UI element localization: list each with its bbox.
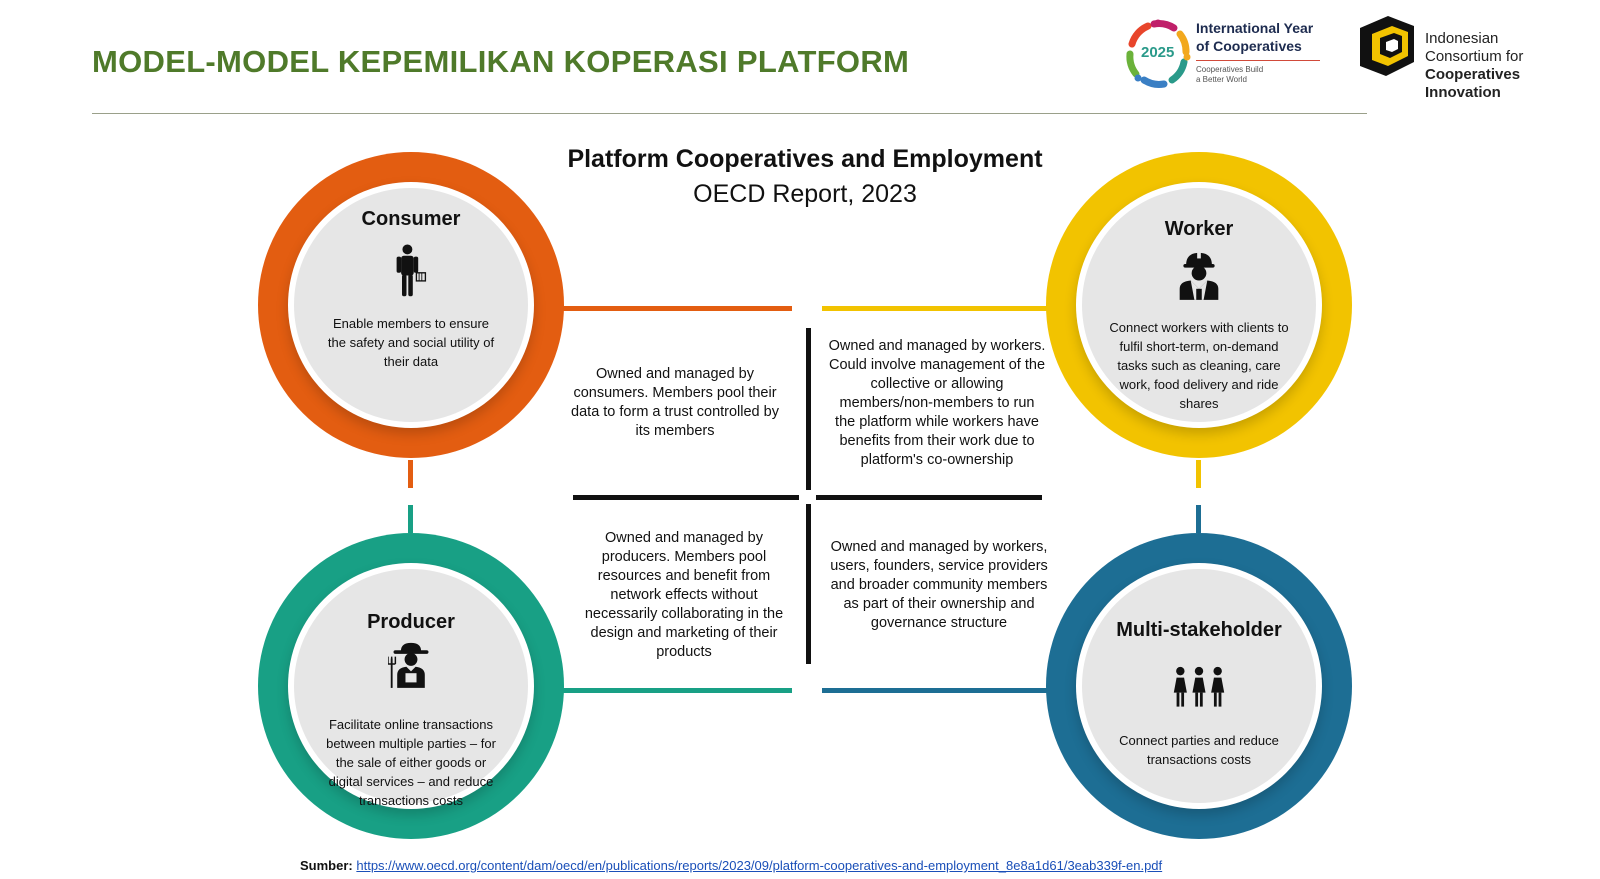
worker-circle: Worker Connect workers with clients to f… (1046, 152, 1352, 458)
iyc-year: 2025 (1141, 44, 1175, 61)
multi-connector-v (1196, 505, 1201, 533)
slide-title: MODEL-MODEL KEPEMILIKAN KOPERASI PLATFOR… (92, 44, 910, 79)
multi-ownership-text: Owned and managed by workers, users, fou… (830, 539, 1048, 631)
hardhat-worker-icon (1179, 251, 1219, 300)
worker-ownership-text: Owned and managed by workers. Could invo… (828, 338, 1046, 468)
iyc-divider (1196, 60, 1320, 61)
consumer-description: Enable members to ensure the safety and … (327, 316, 495, 369)
diagram-title: Platform Cooperatives and Employment (567, 145, 1043, 173)
iyc-tagline-2: a Better World (1196, 75, 1247, 84)
producer-connector-h (560, 688, 792, 693)
consumer-connector-h (560, 306, 792, 311)
worker-circle-inner: Worker Connect workers with clients to f… (1082, 188, 1316, 422)
grid-vertical-bottom (806, 504, 811, 664)
worker-connector-v (1196, 460, 1201, 488)
multi-stakeholder-description: Connect parties and reduce transactions … (1119, 733, 1279, 767)
producer-ownership-text: Owned and managed by producers. Members … (584, 530, 784, 660)
consumer-ownership-text: Owned and managed by consumers. Members … (571, 366, 779, 439)
producer-circle-inner: Producer Facilitate online transactions … (294, 569, 528, 808)
worker-title: Worker (1164, 218, 1234, 240)
grid-horizontal-left (573, 495, 799, 500)
diagram-subtitle: OECD Report, 2023 (693, 180, 917, 208)
producer-circle: Producer Facilitate online transactions … (258, 533, 564, 839)
iyc-name-line1: International Year (1196, 20, 1314, 36)
iyc-tagline-1: Cooperatives Build (1196, 65, 1264, 74)
icci-line-1: Indonesian (1425, 30, 1499, 47)
multi-stakeholder-circle: Multi-stakeholder Connect parties and re… (1046, 533, 1352, 839)
source-label: Sumber: (300, 858, 353, 873)
icci-line-4: Innovation (1425, 84, 1501, 101)
icci-line-2: Consortium for (1425, 48, 1524, 65)
grid-vertical-top (806, 328, 811, 490)
icci-logo-text: Indonesian Consortium for Cooperatives I… (1425, 30, 1523, 102)
grid-horizontal-right (816, 495, 1042, 500)
icci-line-3: Cooperatives (1425, 66, 1521, 83)
producer-description: Facilitate online transactions between m… (326, 717, 496, 808)
title-divider (92, 113, 1367, 114)
worker-connector-h (822, 306, 1058, 311)
cooperatives-wreath-icon (1126, 19, 1191, 88)
multi-stakeholder-title: Multi-stakeholder (1116, 619, 1282, 641)
consumer-connector-v (408, 460, 413, 488)
iyc-2025-logo: 2025 International Year of Cooperatives … (1118, 14, 1328, 94)
consumer-title: Consumer (361, 208, 461, 230)
multi-connector-h (822, 688, 1058, 693)
group-people-icon (1173, 666, 1225, 707)
farmer-icon (388, 642, 429, 688)
consumer-circle: Consumer Enable members to ensure the sa… (258, 152, 564, 458)
iyc-name-line2: of Cooperatives (1196, 38, 1302, 54)
producer-title: Producer (367, 611, 455, 633)
consumer-circle-inner: Consumer Enable members to ensure the sa… (294, 188, 528, 422)
shopper-icon (396, 244, 427, 297)
multi-stakeholder-circle-inner: Multi-stakeholder Connect parties and re… (1082, 569, 1316, 803)
producer-connector-v (408, 505, 413, 533)
source-footer: Sumber: https://www.oecd.org/content/dam… (300, 858, 1162, 873)
icci-logo-icon (1360, 16, 1414, 76)
source-link[interactable]: https://www.oecd.org/content/dam/oecd/en… (356, 858, 1163, 873)
worker-description: Connect workers with clients to fulfil s… (1109, 320, 1289, 411)
